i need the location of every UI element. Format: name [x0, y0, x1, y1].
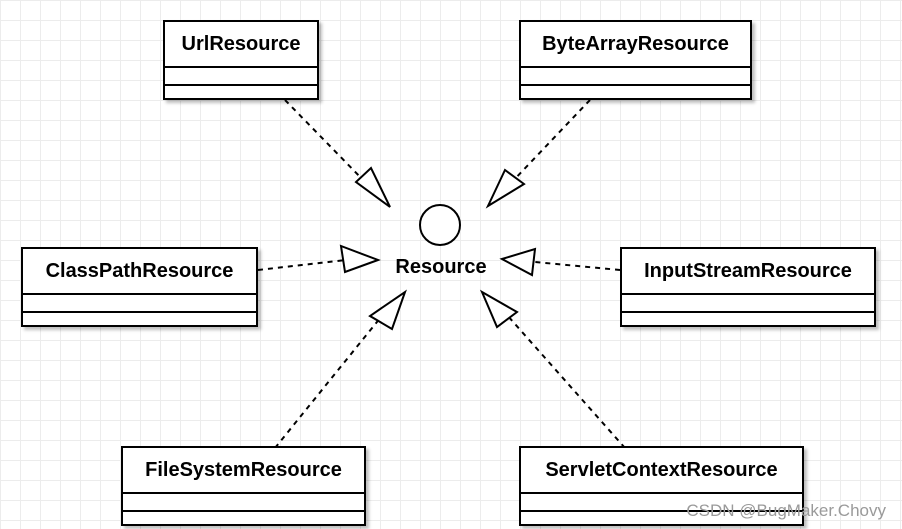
class-name: ByteArrayResource	[521, 22, 750, 68]
class-attributes	[622, 295, 874, 313]
class-operations	[165, 86, 317, 100]
class-name: InputStreamResource	[622, 249, 874, 295]
class-name: UrlResource	[165, 22, 317, 68]
class-operations	[123, 512, 364, 526]
realization-inputstreamresource	[499, 247, 621, 277]
class-attributes	[165, 68, 317, 86]
watermark-text: CSDN @BugMaker.Chovy	[686, 501, 886, 520]
class-name: ServletContextResource	[521, 448, 802, 494]
realization-urlresource	[284, 99, 391, 208]
class-operations	[23, 313, 256, 327]
class-box-bytearrayresource: ByteArrayResource	[519, 20, 752, 100]
class-box-urlresource: UrlResource	[163, 20, 319, 100]
class-attributes	[521, 68, 750, 86]
realization-servletcontextresource	[479, 289, 626, 449]
interface-label: Resource	[395, 256, 487, 278]
class-name: FileSystemResource	[123, 448, 364, 494]
class-attributes	[23, 295, 256, 313]
class-box-classpathresource: ClassPathResource	[21, 247, 258, 327]
realization-classpathresource	[257, 244, 381, 274]
class-box-filesystemresource: FileSystemResource	[121, 446, 366, 526]
class-operations	[622, 313, 874, 327]
class-operations	[521, 86, 750, 100]
realization-bytearrayresource	[485, 99, 591, 209]
realization-filesystemresource	[274, 289, 407, 449]
class-attributes	[521, 494, 802, 512]
class-attributes	[123, 494, 364, 512]
class-name: ClassPathResource	[23, 249, 256, 295]
interface-lollipop-icon	[419, 204, 461, 246]
class-box-inputstreamresource: InputStreamResource	[620, 247, 876, 327]
class-box-servletcontextresource: ServletContextResource	[519, 446, 804, 526]
